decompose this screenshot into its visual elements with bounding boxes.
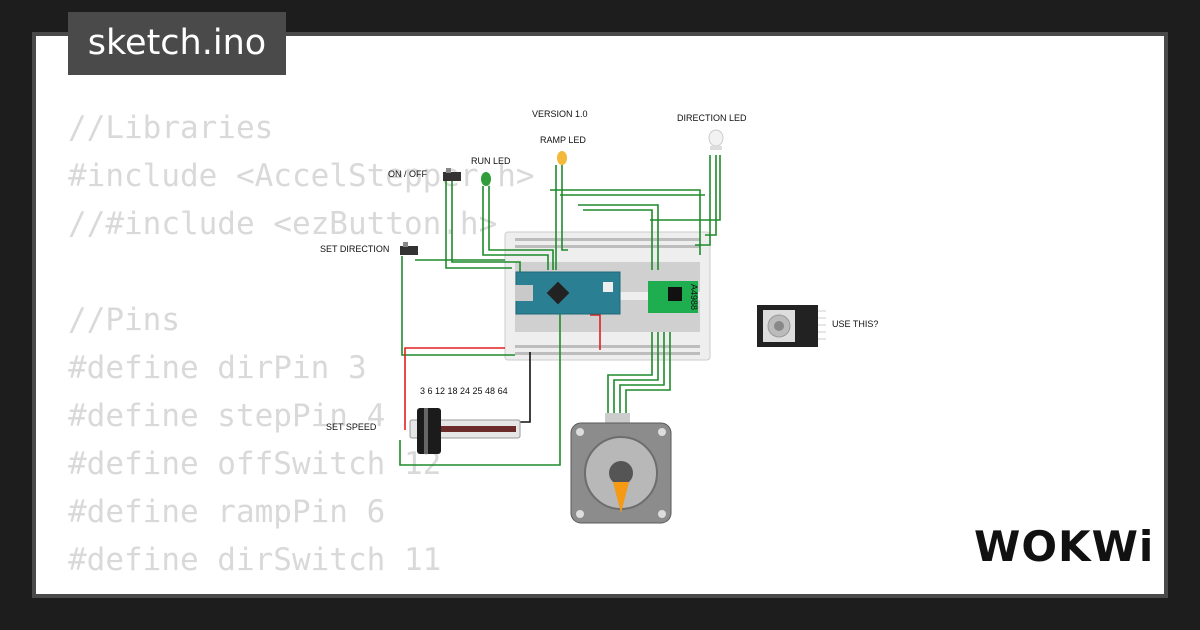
driver-label: A4988 bbox=[689, 284, 699, 310]
run-led bbox=[481, 172, 491, 186]
wokwi-logo: WOKWi bbox=[974, 522, 1155, 571]
red-wire bbox=[404, 347, 505, 430]
code-line: #define offSwitch 12 bbox=[68, 446, 442, 482]
stepper-motor bbox=[570, 413, 672, 524]
a4988-driver: A4988 bbox=[648, 281, 699, 313]
code-line: #define stepPin 4 bbox=[68, 398, 386, 434]
code-line: //Libraries bbox=[68, 110, 274, 146]
use-this-label: USE THIS? bbox=[832, 319, 878, 329]
run-led-label: RUN LED bbox=[471, 156, 511, 166]
direction-switch[interactable] bbox=[400, 242, 418, 255]
ramp-led-label: RAMP LED bbox=[540, 135, 586, 145]
code-line: #define dirLedPin 9 bbox=[68, 584, 535, 594]
direction-led-label: DIRECTION LED bbox=[677, 113, 747, 123]
arduino-nano bbox=[515, 271, 621, 315]
ramp-led bbox=[557, 151, 567, 165]
circuit-diagram: A4988 bbox=[320, 109, 878, 524]
direction-led bbox=[708, 129, 724, 150]
red-wire bbox=[590, 314, 601, 350]
file-tab-title: sketch.ino bbox=[68, 12, 286, 75]
version-label: VERSION 1.0 bbox=[532, 109, 588, 119]
rotary-encoder[interactable] bbox=[757, 305, 826, 347]
code-background: //Libraries#include <AccelStepper.h>//#i… bbox=[68, 104, 535, 594]
set-speed-label: SET SPEED bbox=[326, 422, 377, 432]
code-line: #define rampPin 6 bbox=[68, 494, 386, 530]
slide-potentiometer[interactable] bbox=[409, 408, 521, 454]
preview-card: //Libraries#include <AccelStepper.h>//#i… bbox=[36, 36, 1164, 594]
green-wires bbox=[399, 155, 721, 466]
black-wire bbox=[520, 352, 531, 423]
code-line: #define dirSwitch 11 bbox=[68, 542, 442, 578]
speed-values-label: 3 6 12 18 24 25 48 64 bbox=[420, 386, 508, 396]
code-line: #define dirPin 3 bbox=[68, 350, 367, 386]
set-direction-label: SET DIRECTION bbox=[320, 244, 389, 254]
on-off-switch[interactable] bbox=[443, 168, 461, 181]
code-line: //Pins bbox=[68, 302, 180, 338]
on-off-label: ON / OFF bbox=[388, 169, 427, 179]
code-line: //#include <ezButton.h> bbox=[68, 206, 498, 242]
